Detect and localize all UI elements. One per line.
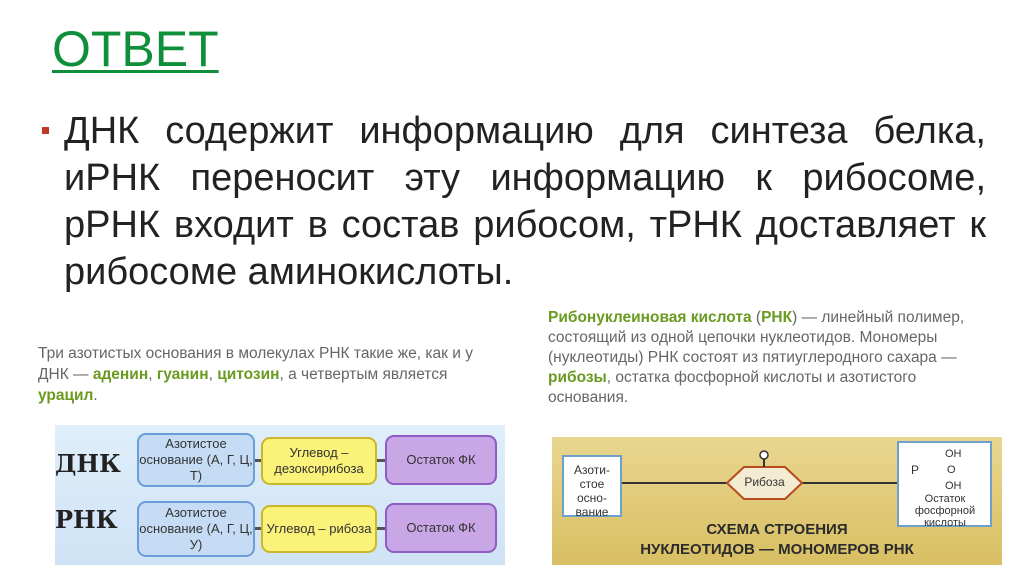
connector (377, 527, 385, 530)
oxygen-label: O (947, 464, 956, 476)
term-uracil: урацил (38, 387, 94, 404)
right-note-text: ) — линейный полимер, состоящий из одной… (548, 309, 965, 366)
bullet-marker (42, 127, 49, 134)
phosphorus-symbol: P (911, 463, 920, 477)
term-guanine: гуанин (156, 366, 209, 383)
connector (255, 527, 261, 530)
oh-label-2: OH (945, 480, 962, 492)
left-note-text: . (93, 387, 98, 404)
rna-sugar-box: Углевод – рибоза (261, 505, 377, 553)
term-rna: РНК (761, 309, 793, 326)
nitrogen-base-box: Азоти-стое осно-вание (562, 455, 622, 519)
term-ribose: рибозы (548, 369, 607, 386)
term-adenine: аденин (92, 366, 149, 383)
phosphate-box: P OH O OH Остаток фосфорной кислоты (897, 441, 992, 529)
phosphate-label: Остаток фосфорной кислоты (914, 493, 976, 529)
left-note: Три азотистых основания в молекулах РНК … (38, 343, 488, 406)
dna-base-box: Азотистое основание (А, Г, Ц, Т) (137, 433, 255, 487)
slide-title: ОТВЕТ (52, 21, 219, 77)
main-text: ДНК содержит информацию для синтеза белк… (64, 110, 986, 293)
dna-sugar-box: Углевод – дезоксирибоза (261, 437, 377, 485)
left-note-text: , (208, 366, 218, 383)
term-cytosine: цитозин (217, 366, 280, 383)
rna-base-box: Азотистое основание (А, Г, Ц, У) (137, 501, 255, 557)
connector (255, 459, 261, 462)
scheme-caption-line2: НУКЛЕОТИДОВ — МОНОМЕРОВ РНК (640, 541, 914, 558)
left-note-text: Три азотистых основания в молекулах РНК … (38, 345, 473, 383)
row-label-dna: ДНК (55, 449, 121, 478)
left-note-text: , (148, 366, 157, 383)
main-text-block: ДНК содержит информацию для синтеза белк… (42, 108, 986, 296)
scheme-caption-line1: СХЕМА СТРОЕНИЯ (706, 521, 848, 538)
ribose-label: Рибоза (744, 475, 785, 489)
connector (377, 459, 385, 462)
dna-phosphate-box: Остаток ФК (385, 435, 497, 485)
term-rna-full: Рибонуклеиновая кислота (548, 309, 752, 326)
left-note-text: , а четвертым является (279, 366, 448, 383)
rna-phosphate-box: Остаток ФК (385, 503, 497, 553)
dna-rna-comparison-diagram: ДНК РНК Азотистое основание (А, Г, Ц, Т)… (55, 425, 505, 565)
right-note: Рибонуклеиновая кислота (РНК) — линейный… (548, 308, 988, 408)
oh-label-1: OH (945, 448, 962, 460)
scheme-lines (622, 450, 897, 500)
row-label-rna: РНК (55, 505, 118, 534)
right-note-text: ( (751, 309, 762, 326)
right-note-text: , остатка фосфорной кислоты и азотистого… (548, 369, 917, 406)
nucleotide-scheme-diagram: Азоти-стое осно-вание Рибоза O P OH O OH… (552, 437, 1002, 565)
